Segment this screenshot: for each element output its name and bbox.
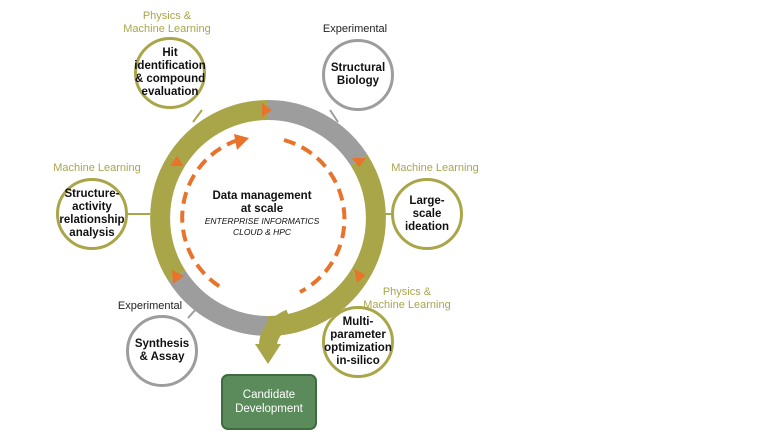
candidate-development-label: Candidate Development	[235, 389, 303, 415]
category-label-ideation: Machine Learning	[391, 162, 479, 174]
center-title: Data management at scale	[212, 190, 312, 215]
node-structure-activity: Structure- activity relationship analysi…	[56, 178, 128, 250]
ring-arrow-right	[352, 158, 366, 167]
candidate-development-box: Candidate Development	[221, 374, 317, 430]
category-label-sar: Machine Learning	[53, 162, 141, 174]
node-structure-activity-label: Structure- activity relationship analysi…	[59, 188, 125, 239]
node-large-scale-ideation-label: Large- scale ideation	[404, 194, 450, 233]
ring-arrow-top	[262, 103, 272, 117]
exit-arrowhead	[255, 344, 281, 364]
category-label-mpo: Physics & Machine Learning	[363, 286, 451, 311]
node-multi-parameter-optimization-label: Multi- parameter optimization in-silico	[324, 316, 392, 367]
center-subtitle: ENTERPRISE INFORMATICS CLOUD & HPC	[204, 216, 320, 237]
connector-hit	[192, 109, 203, 123]
inner-dashed-arc-right	[283, 138, 347, 294]
ring-segment-olive-top	[168, 100, 269, 166]
ring-arrow-left	[170, 156, 184, 166]
node-structural-biology: Structural Biology	[322, 39, 394, 111]
node-synthesis-assay-label: Synthesis & Assay	[134, 338, 190, 363]
node-structural-biology-label: Structural Biology	[330, 62, 386, 87]
node-hit-identification-label: Hit identification & compound evaluation	[134, 47, 206, 98]
node-hit-identification: Hit identification & compound evaluation	[134, 37, 206, 109]
ring-segment-olive-left	[150, 154, 186, 282]
connector-structural	[329, 109, 339, 123]
category-label-hit: Physics & Machine Learning	[123, 10, 211, 35]
inner-arrowhead	[234, 134, 249, 150]
category-label-structural: Experimental	[322, 23, 388, 35]
ring-arrow-bottom-left	[172, 270, 184, 284]
ring-segment-gray-bottom-left	[168, 270, 269, 336]
ring-segment-olive-right	[350, 154, 386, 282]
ring-arrow-bottom-right	[354, 269, 366, 283]
category-label-synthesis: Experimental	[117, 300, 183, 312]
node-synthesis-assay: Synthesis & Assay	[126, 315, 198, 387]
node-large-scale-ideation: Large- scale ideation	[391, 178, 463, 250]
inner-dashed-arc-left	[180, 138, 239, 290]
node-multi-parameter-optimization: Multi- parameter optimization in-silico	[322, 306, 394, 378]
ring-segment-gray-top-right	[267, 100, 368, 166]
exit-branch	[259, 309, 295, 347]
